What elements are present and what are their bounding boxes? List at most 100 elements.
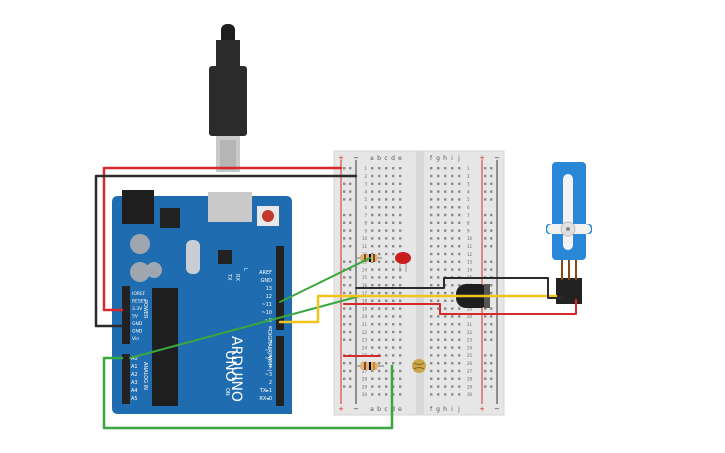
breadboard-hole[interactable] — [385, 213, 388, 217]
breadboard-hole[interactable] — [371, 323, 374, 326]
rail-hole[interactable] — [343, 182, 346, 185]
breadboard-hole[interactable] — [378, 237, 381, 240]
breadboard-hole[interactable] — [430, 354, 433, 357]
rail-hole[interactable] — [490, 237, 493, 240]
breadboard-hole[interactable] — [444, 206, 447, 209]
rail-hole[interactable] — [343, 330, 346, 334]
breadboard-hole[interactable] — [392, 167, 395, 170]
breadboard-hole[interactable] — [371, 206, 374, 209]
breadboard-hole[interactable] — [458, 338, 461, 341]
breadboard-hole[interactable] — [399, 213, 402, 217]
breadboard-hole[interactable] — [378, 299, 381, 302]
breadboard-hole[interactable] — [444, 252, 447, 256]
breadboard-hole[interactable] — [371, 291, 374, 295]
breadboard-hole[interactable] — [392, 323, 395, 326]
breadboard-hole[interactable] — [430, 346, 433, 349]
rail-hole[interactable] — [490, 307, 493, 310]
breadboard-hole[interactable] — [430, 377, 433, 380]
breadboard-hole[interactable] — [451, 229, 454, 232]
breadboard-hole[interactable] — [385, 299, 388, 302]
breadboard-hole[interactable] — [437, 167, 440, 170]
breadboard-hole[interactable] — [378, 268, 381, 271]
breadboard-hole[interactable] — [392, 237, 395, 240]
rail-hole[interactable] — [349, 369, 352, 373]
breadboard-hole[interactable] — [378, 174, 381, 178]
rail-hole[interactable] — [349, 276, 352, 279]
breadboard-hole[interactable] — [378, 213, 381, 217]
rail-hole[interactable] — [349, 182, 352, 185]
breadboard-hole[interactable] — [385, 338, 388, 341]
breadboard-hole[interactable] — [378, 323, 381, 326]
breadboard-hole[interactable] — [378, 252, 381, 256]
breadboard-hole[interactable] — [458, 369, 461, 373]
breadboard-hole[interactable] — [430, 260, 433, 263]
rail-hole[interactable] — [490, 323, 493, 326]
breadboard-hole[interactable] — [399, 299, 402, 302]
breadboard-hole[interactable] — [444, 338, 447, 341]
breadboard-hole[interactable] — [371, 369, 374, 373]
breadboard-hole[interactable] — [444, 260, 447, 263]
breadboard-hole[interactable] — [451, 307, 454, 310]
breadboard-hole[interactable] — [392, 268, 395, 271]
breadboard-hole[interactable] — [378, 198, 381, 201]
breadboard-hole[interactable] — [437, 323, 440, 326]
rail-hole[interactable] — [349, 284, 352, 287]
breadboard-hole[interactable] — [371, 190, 374, 193]
breadboard-hole[interactable] — [392, 354, 395, 357]
rail-hole[interactable] — [349, 268, 352, 271]
servo-horn[interactable] — [563, 174, 573, 250]
breadboard-hole[interactable] — [385, 276, 388, 279]
rail-hole[interactable] — [484, 221, 487, 224]
breadboard-hole[interactable] — [378, 291, 381, 295]
breadboard-hole[interactable] — [451, 299, 454, 302]
breadboard-hole[interactable] — [458, 260, 461, 263]
breadboard-hole[interactable] — [378, 182, 381, 185]
breadboard-hole[interactable] — [458, 221, 461, 224]
rail-hole[interactable] — [484, 229, 487, 232]
rail-hole[interactable] — [349, 323, 352, 326]
breadboard-hole[interactable] — [458, 198, 461, 201]
usb-cable[interactable] — [209, 24, 247, 172]
breadboard-hole[interactable] — [430, 237, 433, 240]
breadboard-hole[interactable] — [392, 190, 395, 193]
breadboard-hole[interactable] — [378, 221, 381, 224]
breadboard-hole[interactable] — [385, 307, 388, 310]
breadboard-hole[interactable] — [437, 190, 440, 193]
rail-hole[interactable] — [343, 167, 346, 170]
rail-hole[interactable] — [349, 213, 352, 217]
breadboard-hole[interactable] — [392, 307, 395, 310]
breadboard-hole[interactable] — [385, 369, 388, 373]
rail-hole[interactable] — [490, 362, 493, 365]
breadboard-hole[interactable] — [371, 330, 374, 334]
rail-hole[interactable] — [343, 284, 346, 287]
breadboard-hole[interactable] — [437, 268, 440, 271]
breadboard-hole[interactable] — [437, 377, 440, 380]
rail-hole[interactable] — [349, 198, 352, 201]
breadboard-hole[interactable] — [458, 393, 461, 396]
breadboard-hole[interactable] — [399, 369, 402, 373]
breadboard-hole[interactable] — [371, 276, 374, 279]
rail-hole[interactable] — [484, 307, 487, 310]
breadboard-hole[interactable] — [444, 315, 447, 318]
rail-hole[interactable] — [349, 245, 352, 248]
rail-hole[interactable] — [349, 237, 352, 240]
breadboard-hole[interactable] — [458, 307, 461, 310]
breadboard-hole[interactable] — [399, 190, 402, 193]
breadboard-hole[interactable] — [385, 174, 388, 178]
rail-hole[interactable] — [490, 174, 493, 178]
breadboard-hole[interactable] — [430, 268, 433, 271]
breadboard-hole[interactable] — [430, 393, 433, 396]
breadboard-hole[interactable] — [451, 206, 454, 209]
arduino-uno-board[interactable]: ARDUINO UNO ON L TX RX DIGITAL (PWM~) PO… — [112, 190, 292, 414]
breadboard-hole[interactable] — [430, 167, 433, 170]
breadboard-hole[interactable] — [399, 362, 402, 365]
rail-hole[interactable] — [343, 385, 346, 388]
rail-hole[interactable] — [484, 315, 487, 318]
breadboard-hole[interactable] — [378, 346, 381, 349]
breadboard-hole[interactable] — [371, 213, 374, 217]
rail-hole[interactable] — [484, 330, 487, 334]
rail-hole[interactable] — [343, 198, 346, 201]
breadboard-hole[interactable] — [444, 284, 447, 287]
breadboard-hole[interactable] — [451, 338, 454, 341]
breadboard-hole[interactable] — [371, 393, 374, 396]
